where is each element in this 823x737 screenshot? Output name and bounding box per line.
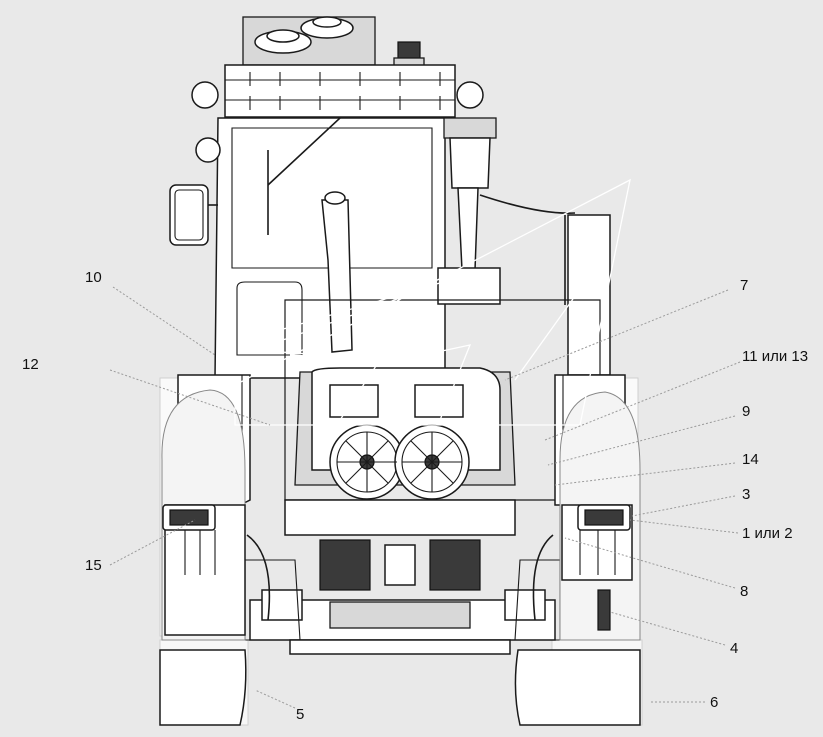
hydraulic-hoses <box>246 534 554 621</box>
three-point-hitch <box>244 539 561 655</box>
pto-pulleys <box>329 424 470 500</box>
roof-light-bar <box>191 64 484 118</box>
callout-1-or-2: 1 или 2 <box>742 525 793 542</box>
callout-12: 11 или 13 <box>742 348 808 365</box>
left-mudflap <box>164 504 246 636</box>
callout-labels: 10 12 15 5 7 11 или 13 9 14 3 1 или 2 8 … <box>22 269 808 723</box>
ghost-outline-overlay <box>234 178 631 426</box>
roof-unit <box>242 16 425 67</box>
left-rear-lamp <box>162 504 216 531</box>
callout-8: 8 <box>740 583 748 600</box>
air-intake-pipe <box>437 117 611 376</box>
callout-3: 3 <box>742 486 750 503</box>
callout-11-or-13: 12 <box>22 356 39 373</box>
callout-7: 7 <box>740 277 748 294</box>
callout-5: 5 <box>296 706 304 723</box>
right-rear-lamp <box>577 504 631 531</box>
leader-lines <box>109 286 741 709</box>
callout-14: 14 <box>742 451 759 468</box>
callout-15: 15 <box>85 557 102 574</box>
cab <box>169 117 446 379</box>
callout-9: 9 <box>742 403 750 420</box>
callout-4: 4 <box>730 640 738 657</box>
callout-10: 10 <box>85 269 102 286</box>
exhaust-pipe <box>321 191 353 353</box>
callout-6: 6 <box>710 694 718 711</box>
